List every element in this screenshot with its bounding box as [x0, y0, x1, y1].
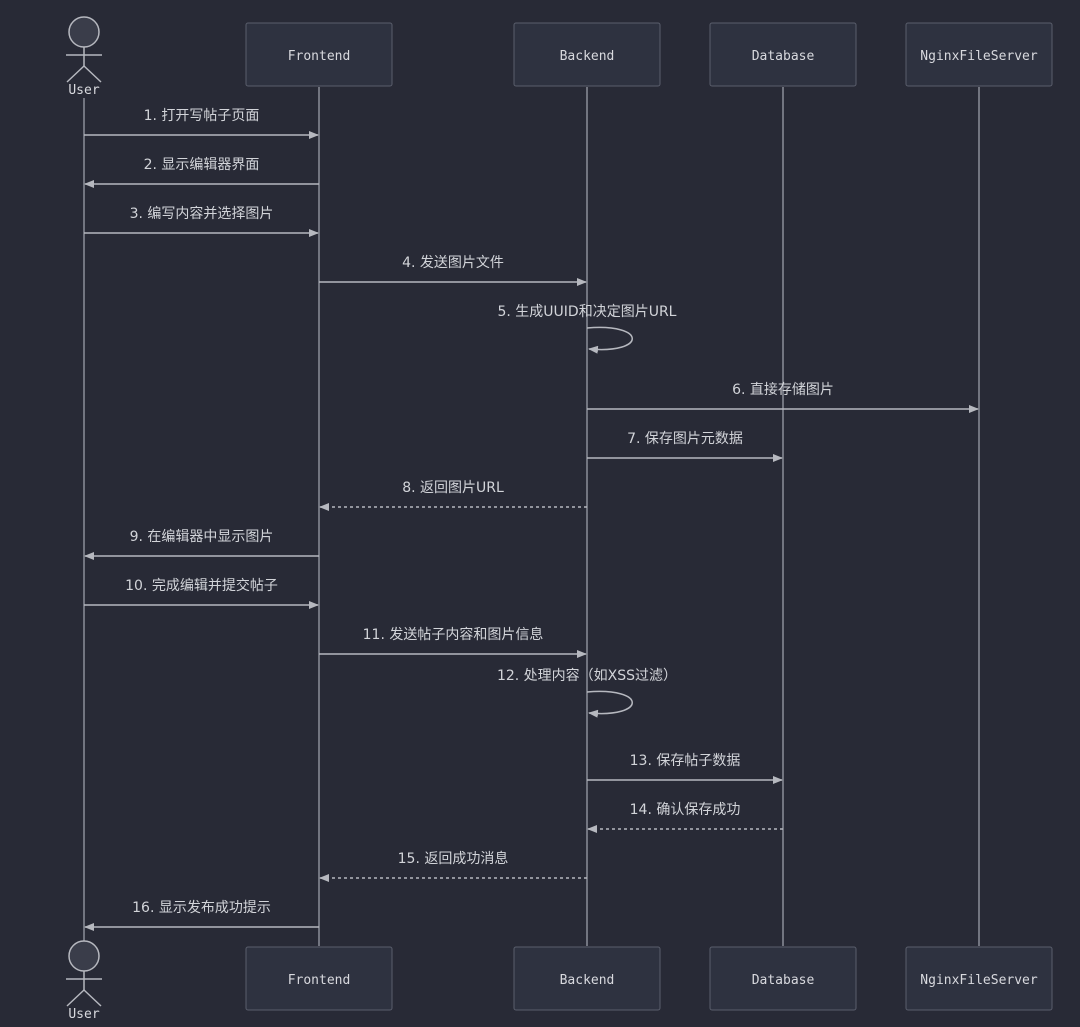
actor-label-top: User [68, 83, 99, 98]
self-arrow [586, 326, 633, 354]
message-11: 11. 发送帖子内容和图片信息 [319, 626, 587, 658]
message-label: 15. 返回成功消息 [398, 850, 509, 867]
messages: 1. 打开写帖子页面 2. 显示编辑器界面 3. 编写内容并选择图片 4. 发送图片文… [84, 107, 979, 931]
message-6: 6. 直接存储图片 [587, 381, 979, 413]
actor-user-bottom: User [66, 940, 102, 1022]
participant-label: Backend [560, 973, 615, 988]
actor-head-icon [68, 16, 100, 48]
message-2: 2. 显示编辑器界面 [84, 157, 319, 188]
participant-nginx-bottom: NginxFileServer [905, 946, 1053, 1011]
message-label: 11. 发送帖子内容和图片信息 [363, 626, 544, 643]
message-5: 5. 生成UUID和决定图片URL [498, 304, 677, 354]
message-8: 8. 返回图片URL [319, 480, 587, 511]
message-3: 3. 编写内容并选择图片 [84, 205, 319, 237]
message-label: 1. 打开写帖子页面 [144, 107, 260, 124]
actor-head-icon [68, 940, 100, 972]
message-label: 10. 完成编辑并提交帖子 [125, 577, 278, 594]
message-label: 7. 保存图片元数据 [627, 431, 743, 447]
message-14: 14. 确认保存成功 [587, 802, 783, 833]
actor-label-bottom: User [68, 1007, 99, 1022]
message-label: 4. 发送图片文件 [402, 255, 504, 271]
participant-backend-bottom: Backend [513, 946, 661, 1011]
participant-label: Database [752, 973, 815, 988]
participant-frontend-bottom: Frontend [245, 946, 393, 1011]
message-label: 8. 返回图片URL [402, 480, 504, 496]
message-label: 9. 在编辑器中显示图片 [130, 529, 274, 545]
participant-nginx-top: NginxFileServer [905, 22, 1053, 87]
message-label: 12. 处理内容（如XSS过滤） [497, 667, 677, 684]
message-9: 9. 在编辑器中显示图片 [84, 529, 319, 560]
participant-label: Frontend [288, 973, 351, 988]
lifelines [83, 87, 980, 946]
self-arrow [586, 690, 633, 718]
message-label: 13. 保存帖子数据 [630, 753, 741, 769]
message-1: 1. 打开写帖子页面 [84, 107, 319, 139]
message-7: 7. 保存图片元数据 [587, 431, 783, 462]
message-label: 5. 生成UUID和决定图片URL [498, 304, 677, 320]
participant-label: NginxFileServer [920, 973, 1038, 988]
participant-label: Frontend [288, 49, 351, 64]
participant-database-top: Database [709, 22, 857, 87]
message-16: 16. 显示发布成功提示 [84, 900, 319, 931]
message-12: 12. 处理内容（如XSS过滤） [497, 667, 677, 718]
message-10: 10. 完成编辑并提交帖子 [84, 577, 319, 609]
participant-database-bottom: Database [709, 946, 857, 1011]
participant-backend-top: Backend [513, 22, 661, 87]
participant-label: NginxFileServer [920, 49, 1038, 64]
participant-label: Database [752, 49, 815, 64]
message-label: 2. 显示编辑器界面 [144, 157, 260, 173]
message-label: 14. 确认保存成功 [630, 802, 741, 818]
message-label: 6. 直接存储图片 [732, 381, 834, 398]
message-label: 16. 显示发布成功提示 [132, 900, 271, 916]
message-15: 15. 返回成功消息 [319, 850, 587, 882]
message-13: 13. 保存帖子数据 [587, 753, 783, 784]
message-label: 3. 编写内容并选择图片 [130, 205, 274, 222]
actor-user-top: User [66, 16, 102, 98]
participant-frontend-top: Frontend [245, 22, 393, 87]
participant-label: Backend [560, 49, 615, 64]
message-4: 4. 发送图片文件 [319, 255, 587, 286]
